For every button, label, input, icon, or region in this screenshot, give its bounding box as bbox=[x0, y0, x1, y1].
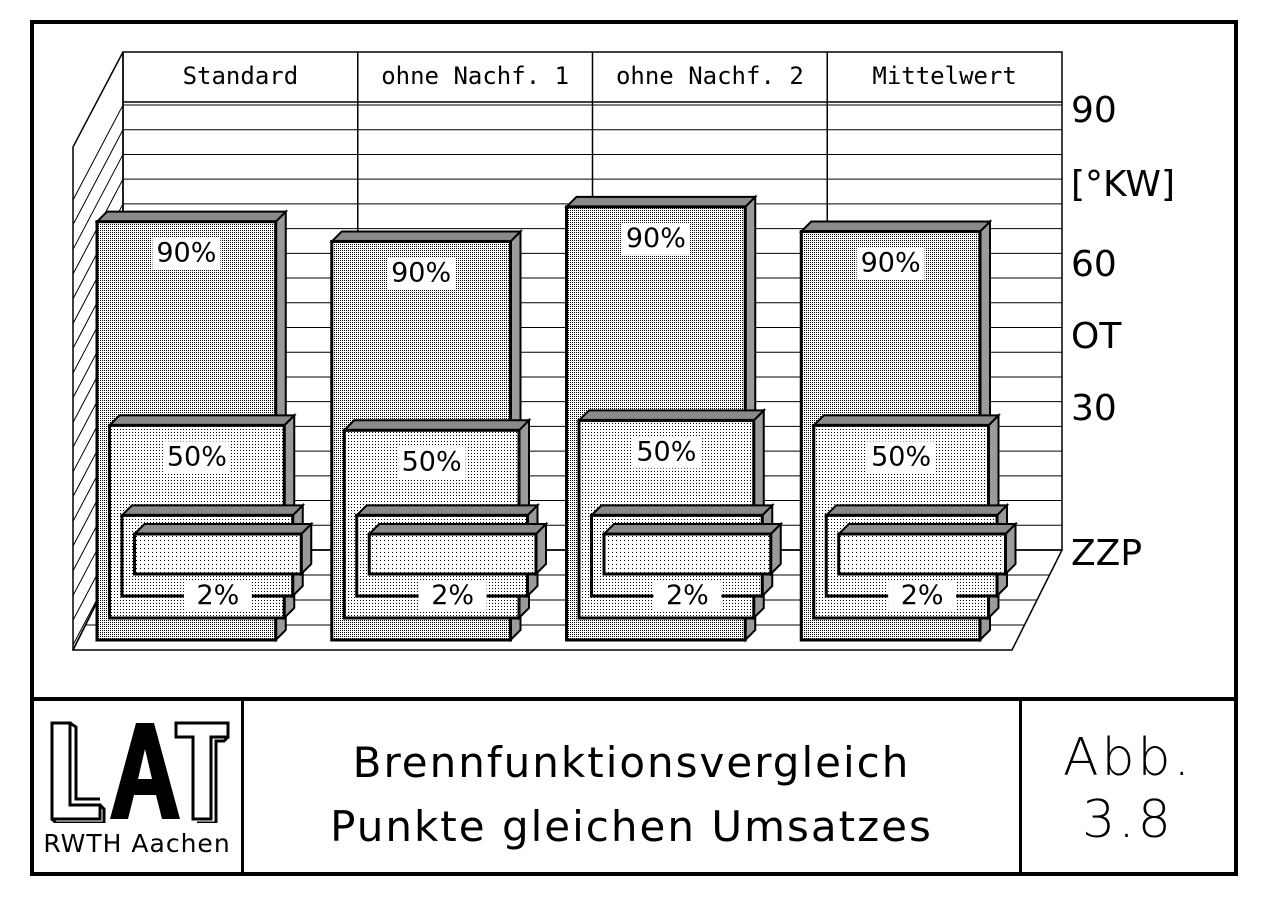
bar-label: 50% bbox=[167, 441, 227, 472]
bar-top bbox=[329, 230, 523, 243]
bar-label-bg bbox=[162, 441, 231, 474]
bar-label-bg bbox=[856, 247, 925, 280]
caption-subtitle: Punkte gleichen Umsatzes bbox=[330, 802, 933, 851]
bar-label-bg bbox=[632, 436, 701, 469]
bar-label: 90% bbox=[391, 257, 451, 288]
figure-number-box: Abb. 3.8 bbox=[1022, 701, 1234, 876]
bar bbox=[133, 532, 303, 576]
bar-label: 50% bbox=[636, 436, 696, 467]
bar bbox=[367, 532, 538, 576]
bar-label-bg bbox=[397, 446, 466, 479]
bar-label-bg bbox=[621, 222, 690, 255]
bar bbox=[602, 532, 773, 576]
figure-number: 3.8 bbox=[1082, 790, 1174, 850]
figure-label: Abb. bbox=[1062, 728, 1194, 788]
bar-label: 2% bbox=[431, 580, 474, 611]
bar-label: 2% bbox=[196, 580, 239, 611]
category-label: ohne Nachf. 2 bbox=[616, 62, 804, 90]
category-label: Standard bbox=[183, 62, 299, 90]
bar-label-bg bbox=[418, 580, 487, 612]
caption-title: Brennfunktionsvergleich bbox=[352, 738, 911, 787]
bar-label: 90% bbox=[156, 238, 216, 269]
bar-label-bg bbox=[888, 580, 957, 612]
caption-box: Brennfunktionsvergleich Punkte gleichen … bbox=[244, 701, 1022, 876]
bar-label-bg bbox=[387, 257, 456, 290]
bar bbox=[837, 532, 1007, 576]
logo-box: RWTH Aachen bbox=[30, 701, 244, 876]
bar-label: 50% bbox=[402, 446, 462, 477]
y-tick-label: [°KW] bbox=[1071, 164, 1175, 205]
y-tick-label: 60 bbox=[1071, 244, 1117, 285]
category-label: Mittelwert bbox=[872, 62, 1017, 90]
bar-label-bg bbox=[183, 580, 252, 612]
figure-frame bbox=[30, 20, 1238, 876]
logo-subtitle: RWTH Aachen bbox=[43, 829, 231, 858]
y-tick-label: ZZP bbox=[1071, 533, 1142, 574]
bar-chart: Standard ohne Nachf. 1 ohne Nachf. 2 Mittel… bbox=[71, 51, 1175, 651]
side-gridline bbox=[72, 104, 124, 201]
bar-label: 50% bbox=[871, 441, 931, 472]
y-tick-label: 90 bbox=[1071, 90, 1117, 131]
bar-label-bg bbox=[653, 580, 722, 612]
bar-label: 90% bbox=[861, 248, 921, 279]
y-tick-label: 30 bbox=[1071, 388, 1117, 429]
bar-label: 90% bbox=[626, 223, 686, 254]
bar-top bbox=[341, 419, 532, 432]
bar-label-bg bbox=[152, 237, 221, 270]
bar-label-bg bbox=[867, 441, 936, 474]
figure-footer: RWTH Aachen Brennfunktionsvergleich Punk… bbox=[30, 697, 1238, 876]
lat-logo bbox=[50, 721, 230, 823]
bar-label: 2% bbox=[666, 580, 709, 611]
category-label: ohne Nachf. 1 bbox=[381, 62, 569, 90]
bar-label: 2% bbox=[901, 580, 944, 611]
y-tick-label: OT bbox=[1071, 316, 1122, 357]
side-gridline bbox=[72, 129, 124, 225]
side-gridline bbox=[72, 154, 124, 250]
